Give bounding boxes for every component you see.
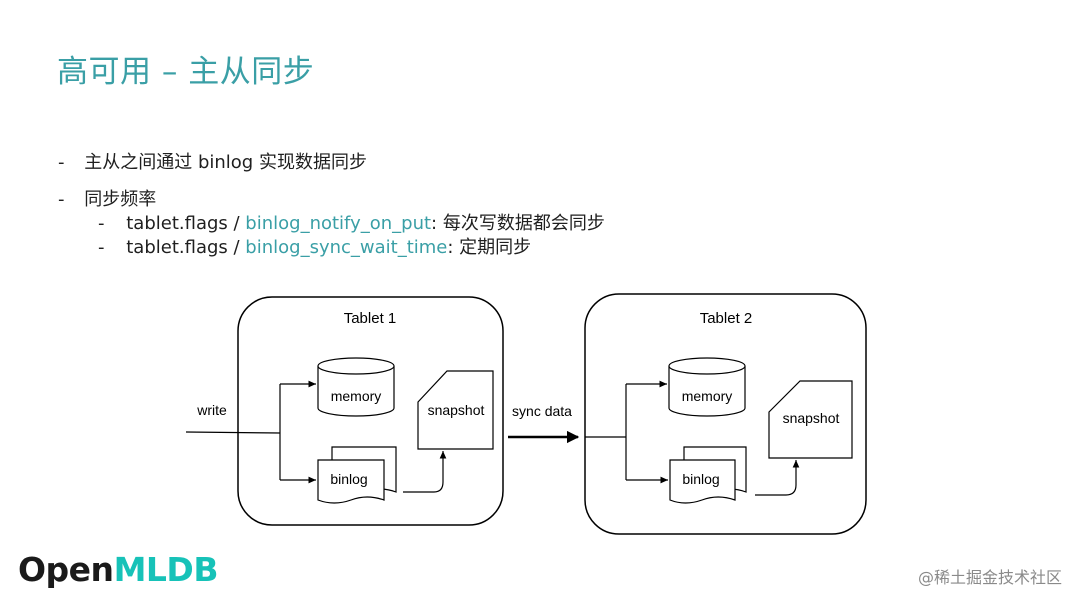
sync-data-label: sync data	[512, 403, 572, 419]
flag-description: : 定期同步	[447, 237, 532, 258]
arrow-binlog-to-snapshot	[755, 460, 800, 496]
snapshot-card-shape	[417, 370, 494, 450]
binlog-doc-2: binlog	[669, 446, 747, 504]
bullet-item-frequency: - 同步频率	[58, 185, 156, 211]
tablet-1-label: Tablet 1	[344, 310, 397, 327]
binlog-doc-1: binlog	[317, 446, 397, 504]
memory-cylinder-body	[317, 366, 395, 417]
watermark: @稀土掘金技术社区	[917, 568, 1062, 587]
snapshot-label: snapshot	[428, 402, 485, 418]
bullet-text: 主从之间通过 binlog 实现数据同步	[84, 152, 367, 173]
tablet-1: Tablet 1 memory binlog snapshot write	[185, 296, 504, 526]
write-input-line	[185, 431, 281, 434]
memory-cylinder-body	[668, 366, 746, 417]
bullet-text: 同步频率	[84, 189, 157, 210]
bullet-marker: -	[58, 152, 65, 173]
arrow-binlog-to-snapshot	[403, 451, 447, 493]
binlog-doc-front	[317, 459, 385, 504]
bullet-marker: -	[58, 189, 65, 210]
snapshot-label: snapshot	[783, 410, 840, 426]
memory-label: memory	[331, 388, 382, 404]
sub-bullet-sync-wait: - tablet.flags / binlog_sync_wait_time: …	[98, 233, 531, 259]
sub-bullet-notify: - tablet.flags / binlog_notify_on_put: 每…	[98, 209, 605, 235]
binlog-label: binlog	[682, 471, 719, 487]
memory-store-2: memory	[668, 357, 746, 417]
logo-accent-text: MLDB	[113, 550, 219, 589]
logo-main-text: Open	[18, 550, 114, 589]
slide-title: 高可用 – 主从同步	[57, 54, 315, 90]
snapshot-card-shape	[768, 380, 853, 459]
tablet-2: Tablet 2 memory binlog snapshot	[584, 293, 867, 535]
memory-store-1: memory	[317, 357, 395, 417]
bullet-item-binlog: - 主从之间通过 binlog 实现数据同步	[58, 148, 367, 174]
sub-bullet-marker: -	[98, 237, 105, 258]
tablet-2-label: Tablet 2	[700, 310, 753, 327]
flag-name: binlog_sync_wait_time	[245, 237, 448, 258]
memory-cylinder-top	[317, 357, 395, 375]
flag-description: : 每次写数据都会同步	[431, 213, 605, 234]
binlog-doc-front	[669, 459, 736, 504]
sub-bullet-marker: -	[98, 213, 105, 234]
binlog-label: binlog	[330, 471, 367, 487]
flag-prefix: tablet.flags /	[126, 237, 246, 258]
flag-prefix: tablet.flags /	[126, 213, 246, 234]
memory-cylinder-top	[668, 357, 746, 375]
openmldb-logo: OpenMLDB	[18, 550, 218, 589]
memory-label: memory	[682, 388, 733, 404]
write-label: write	[196, 402, 227, 418]
flag-name: binlog_notify_on_put	[245, 213, 432, 234]
snapshot-card-2: snapshot	[768, 380, 853, 459]
snapshot-card-1: snapshot	[417, 370, 494, 450]
